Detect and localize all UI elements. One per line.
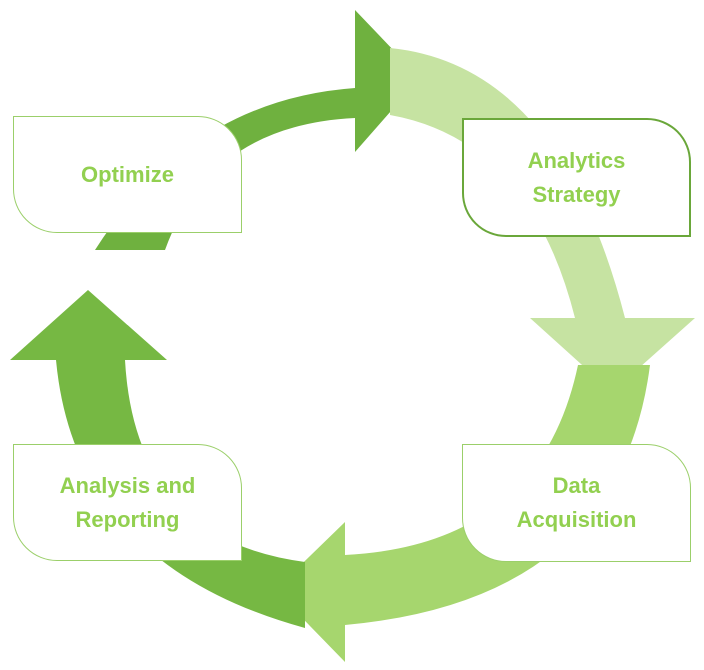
node-analysis-reporting-label: Analysis and Reporting xyxy=(59,472,196,532)
node-analytics-strategy-label: Analytics Strategy xyxy=(527,147,626,207)
node-optimize: Optimize xyxy=(13,116,242,233)
cycle-arrow-bottom xyxy=(275,365,650,662)
node-analytics-strategy: Analytics Strategy xyxy=(462,118,691,237)
node-data-acquisition-label: Data Acquisition xyxy=(516,473,637,532)
node-data-acquisition: Data Acquisition xyxy=(462,444,691,562)
node-analysis-reporting: Analysis and Reporting xyxy=(13,444,242,561)
node-optimize-label: Optimize xyxy=(81,161,174,187)
